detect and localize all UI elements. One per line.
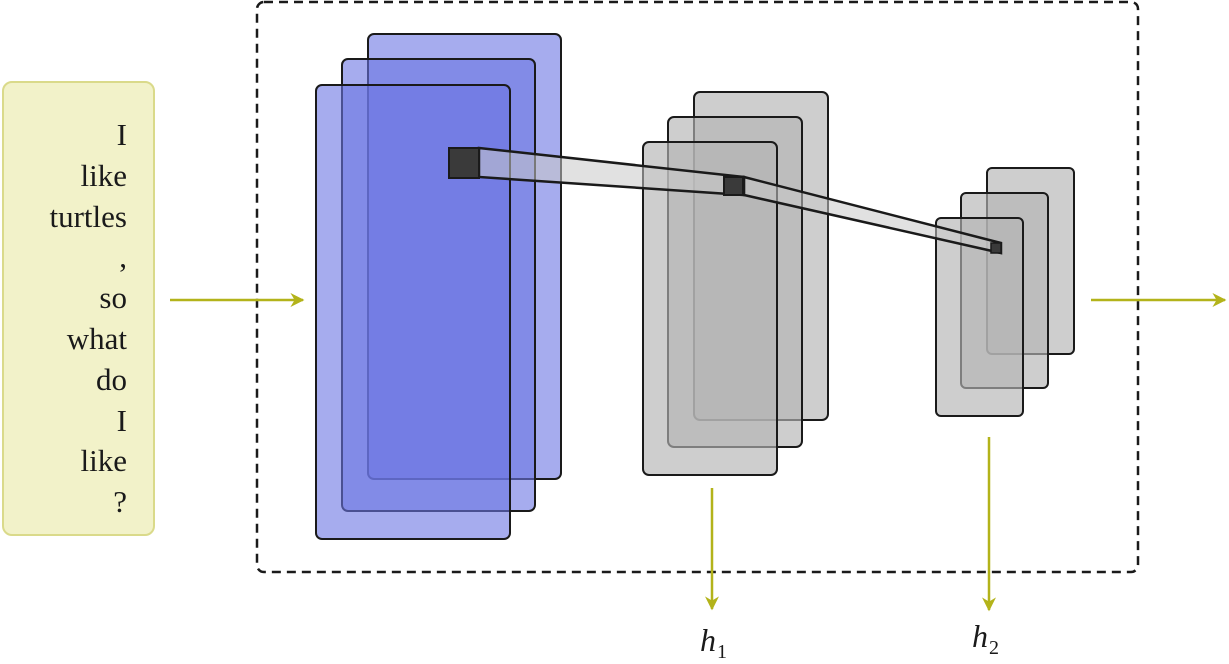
input-token: , (119, 239, 127, 275)
embedding-layer-front (315, 84, 511, 540)
input-token: so (99, 280, 127, 316)
feature-map-1-stack (642, 91, 829, 476)
h2-subscript: 2 (989, 637, 999, 659)
receptive-field-square-input (448, 147, 480, 179)
h1-subscript: 1 (717, 641, 727, 663)
input-token: I (116, 402, 127, 438)
feature-map-1-front (642, 141, 778, 476)
input-token: ? (113, 484, 127, 520)
input-token: do (96, 361, 127, 397)
input-token: like (80, 157, 128, 193)
h2-output-label: h2 (972, 620, 999, 658)
input-token: turtles (49, 198, 128, 234)
feature-map-2-stack (935, 167, 1075, 417)
input-token: what (66, 320, 127, 356)
model-boundary (255, 0, 1140, 574)
input-token: like (80, 443, 128, 479)
receptive-field-square-1 (723, 176, 744, 196)
input-tokens-box: I like turtles , so what do I like ? (2, 81, 155, 536)
receptive-field-square-2 (990, 242, 1002, 254)
h2-symbol: h (972, 618, 988, 654)
input-token-list: I like turtles , so what do I like ? (50, 115, 128, 523)
embedding-layer-stack (315, 33, 562, 540)
h1-symbol: h (700, 622, 716, 658)
feature-map-2-front (935, 217, 1024, 417)
input-token: I (116, 117, 127, 152)
h1-output-label: h1 (700, 624, 727, 662)
